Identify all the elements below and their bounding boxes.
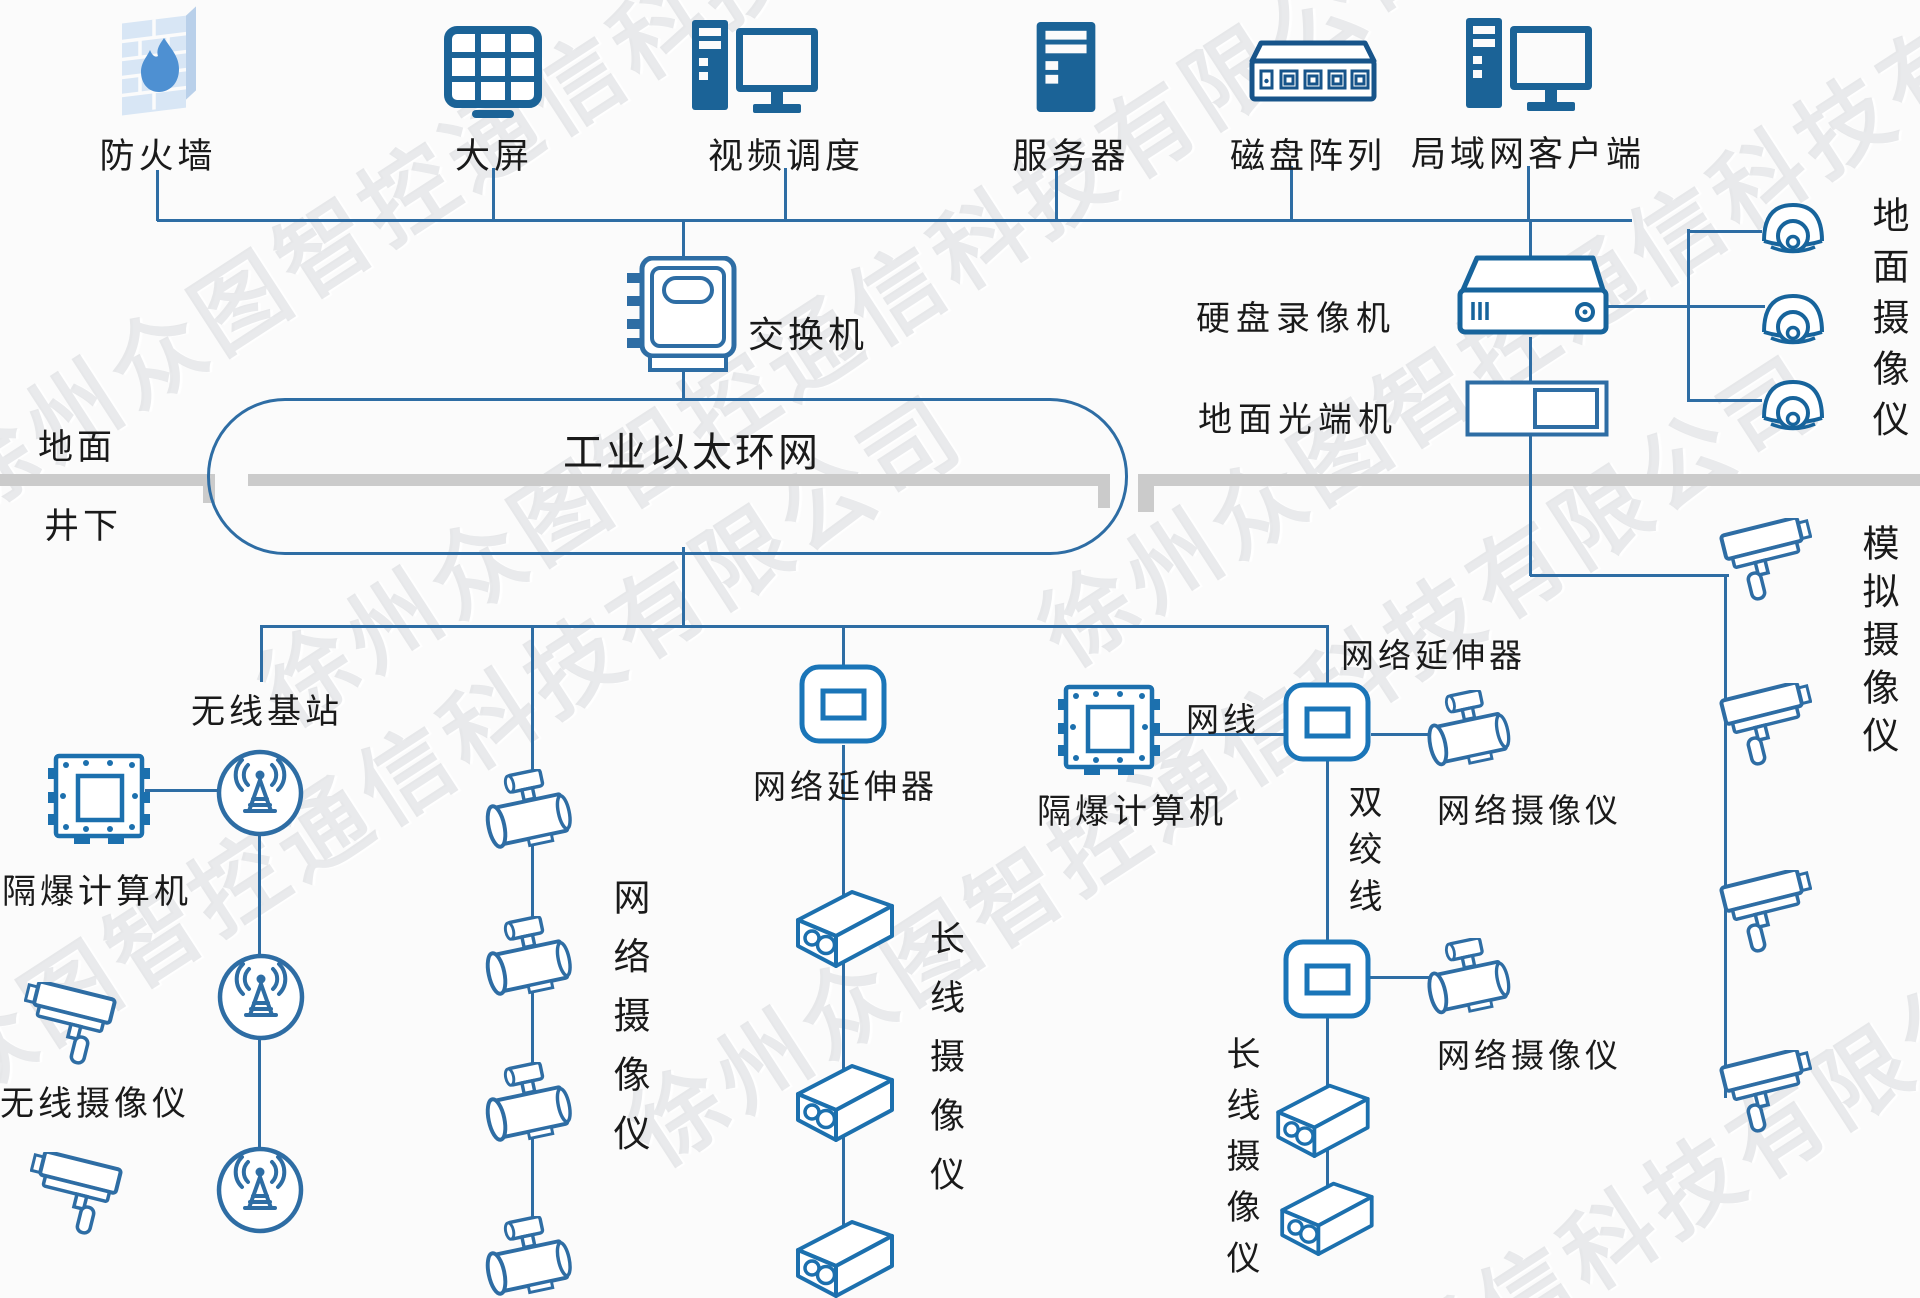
zone-label-surface: 地面 [38,428,117,467]
surface-underground-divider [0,474,215,486]
industrial-ethernet-ring [207,398,1128,555]
connector-line [1055,168,1058,221]
connector-line [842,625,845,668]
optical-terminal-icon [1465,380,1609,437]
network-camera-icon [478,1062,586,1144]
connector-line [1326,756,1329,944]
connector-line [1326,625,1329,687]
twisted-pair-label: 双绞线 [1343,784,1381,925]
network-camera-label: 网络摄像仪 [1437,1037,1622,1074]
wireless-camera-icon [24,982,124,1068]
connector-line [1529,337,1532,383]
network-extender-icon [1283,939,1371,1019]
network-extender-icon [1283,682,1371,762]
connector-line [1530,574,1729,577]
long-line-camera-column-label: 长线摄像仪 [925,920,964,1215]
connector-line [1153,733,1286,736]
analog-camera-column-label: 模拟摄像仪 [1857,524,1898,764]
connector-line [258,1037,261,1148]
wireless-camera-label: 无线摄像仪 [0,1085,190,1123]
flameproof-computer-icon [48,748,150,846]
dome-camera-icon [1759,291,1827,351]
long-line-camera-column-label: 长线摄像仪 [1221,1036,1259,1291]
connector-line [1290,166,1293,221]
device-label-video-wall: 大屏 [454,137,534,176]
connector-line [1688,399,1762,402]
network-camera-column-label: 网络摄像仪 [608,878,649,1173]
ring-network-label: 工业以太环网 [563,431,821,475]
device-label-video-dispatch: 视频调度 [707,137,865,176]
network-extender-icon [799,664,887,744]
network-camera-icon [1420,690,1524,768]
connector-line [842,745,845,1260]
dome-camera-icon [1759,200,1827,260]
top-bus-line [157,219,1632,222]
dome-cameras-label: 地面摄像仪 [1867,196,1908,451]
long-line-camera-icon [788,1058,900,1142]
connector-line [1365,976,1435,979]
network-camera-icon [1420,938,1524,1016]
server-icon [1036,22,1096,112]
long-line-camera-icon [788,884,900,968]
analog-camera-icon [1712,518,1812,604]
long-line-camera-icon [788,1214,900,1298]
surface-underground-divider [248,474,1110,486]
connector-line [1527,166,1530,221]
desktop-computer-icon [1466,18,1592,116]
long-line-camera-icon [1270,1176,1382,1256]
switch-label: 交换机 [748,314,869,355]
disk-array-icon [1248,40,1378,104]
optical-terminal-label: 地面光端机 [1198,401,1398,439]
wireless-camera-icon [30,1152,130,1238]
connector-line [682,547,685,627]
connector-line [156,170,159,221]
desktop-computer-icon [692,20,818,118]
network-camera-label: 网络摄像仪 [1437,792,1622,829]
dome-camera-icon [1759,377,1827,437]
connector-line [1724,574,1727,1098]
device-label-firewall: 防火墙 [99,137,217,176]
device-label-server: 服务器 [1012,137,1130,176]
connector-line [1608,305,1765,308]
wireless-base-station-label: 无线基站 [191,693,343,731]
connector-line [258,833,261,956]
connector-line [1529,436,1532,576]
connector-line [1688,230,1762,233]
connector-line [1371,733,1434,736]
connector-line [682,219,685,261]
device-label-disk-array: 磁盘阵列 [1229,137,1387,176]
connector-line [492,168,495,221]
divider-end-cap [1138,486,1154,512]
analog-camera-icon [1712,1050,1812,1136]
ethernet-switch-icon [626,256,738,374]
wireless-base-station-icon [217,953,305,1041]
network-camera-icon [478,1216,586,1298]
zone-label-underground: 井下 [44,507,123,546]
underground-distribution-line [261,625,1329,628]
network-camera-icon [478,916,586,998]
network-camera-icon [478,769,586,851]
network-cable-label: 网线 [1186,701,1260,738]
wireless-base-station-icon [216,1146,304,1234]
network-extender-label: 网络延伸器 [753,768,938,805]
connector-line [260,625,263,682]
firewall-icon [118,4,204,120]
dvr-icon [1457,254,1609,338]
flameproof-computer-icon [1058,679,1160,777]
device-label-lan-client: 局域网客户端 [1410,135,1646,174]
network-extender-label: 网络延伸器 [1341,637,1526,674]
video-wall-icon [444,26,542,118]
long-line-camera-icon [1266,1078,1378,1158]
analog-camera-icon [1712,870,1812,956]
dvr-label: 硬盘录像机 [1196,300,1396,338]
flameproof-computer-label: 隔爆计算机 [1037,793,1227,831]
analog-camera-icon [1712,683,1812,769]
connector-line [1687,229,1690,402]
flameproof-computer-label: 隔爆计算机 [2,873,192,911]
wireless-base-station-icon [216,749,304,837]
connector-line [145,789,219,792]
connector-line [784,168,787,221]
connector-line [1529,219,1532,279]
connector-line [682,372,685,401]
